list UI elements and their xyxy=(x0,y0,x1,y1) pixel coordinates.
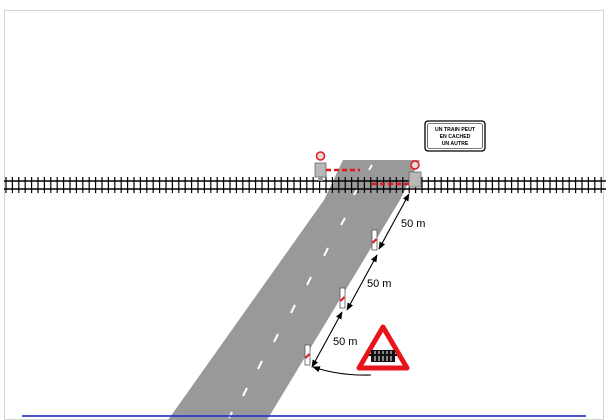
railway-track xyxy=(4,177,606,193)
road xyxy=(168,160,420,420)
distance-label-3: 50 m xyxy=(333,336,357,348)
distance-arrow-3 xyxy=(311,311,343,368)
distance-arrows xyxy=(311,193,410,368)
sign-pointer-arrow xyxy=(312,366,372,376)
road-surface xyxy=(168,160,420,420)
distance-markers xyxy=(304,229,378,366)
sign-line-2: EN CACHED xyxy=(440,134,471,140)
railway-crossing-warning-icon xyxy=(356,324,410,371)
train-warning-sign: UN TRAIN PEUT EN CACHED UN AUTRE xyxy=(424,120,486,152)
distance-arrow-2 xyxy=(346,254,378,311)
distance-arrow-1 xyxy=(378,193,410,250)
marker-post-2 xyxy=(339,287,346,309)
track-sleepers xyxy=(5,177,602,193)
distance-label-1: 50 m xyxy=(401,218,425,230)
barrier-right xyxy=(370,160,422,188)
marker-post-1 xyxy=(371,229,378,251)
sign-line-1: UN TRAIN PEUT xyxy=(435,127,476,133)
sign-line-3: UN AUTRE xyxy=(442,141,469,147)
marker-post-3 xyxy=(304,344,311,366)
barrier-left xyxy=(314,151,360,181)
distance-label-2: 50 m xyxy=(367,278,391,290)
